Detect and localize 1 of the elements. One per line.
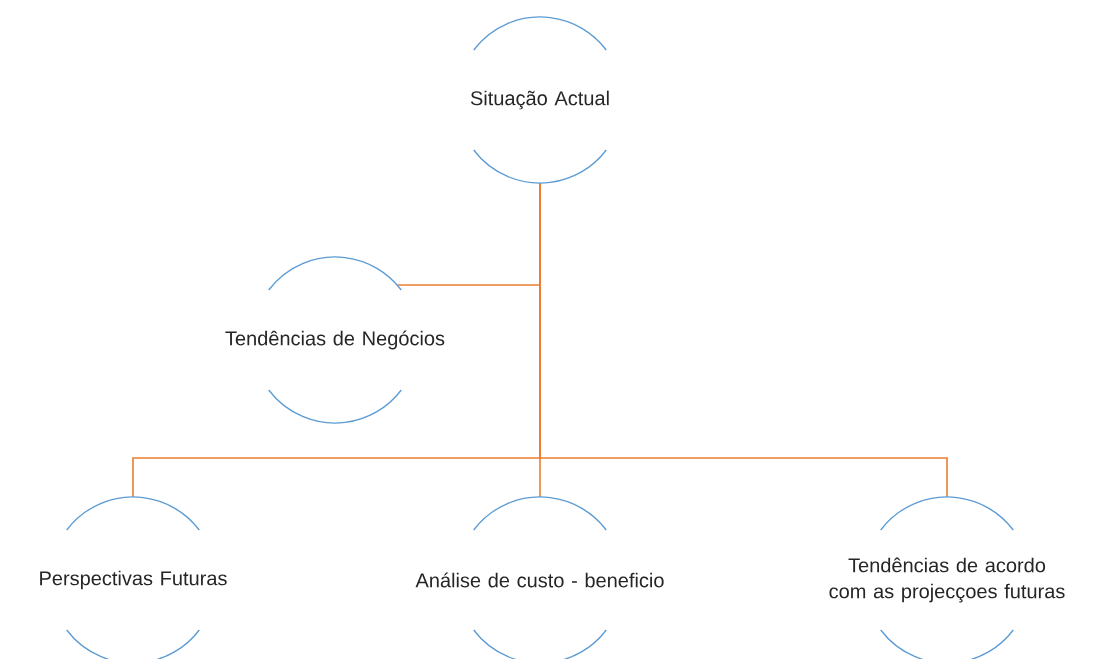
connector-line (539, 182, 948, 498)
